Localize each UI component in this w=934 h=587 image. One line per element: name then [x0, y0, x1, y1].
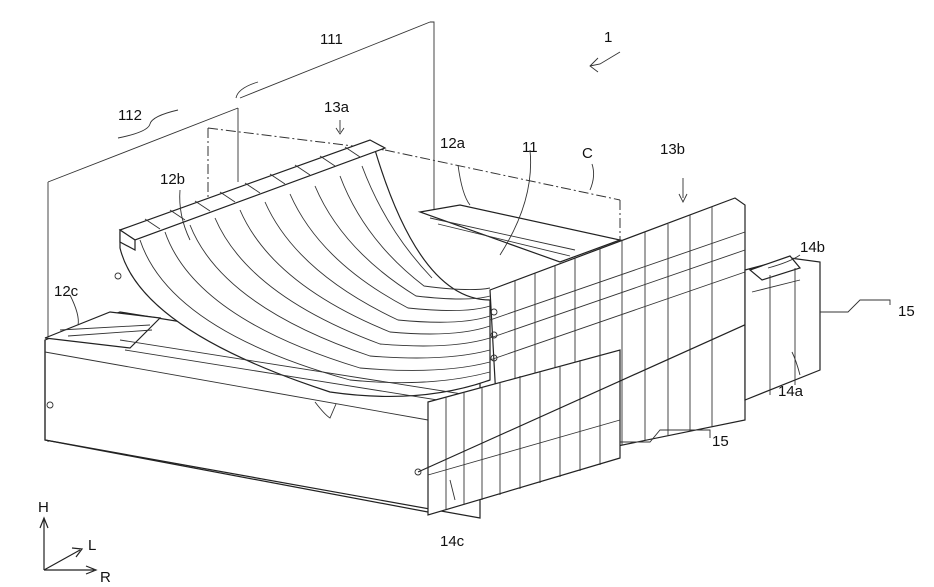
- axis-r: R: [100, 569, 111, 586]
- label-112: 112: [118, 107, 142, 124]
- label-11: 11: [522, 139, 538, 156]
- axis-h: H: [38, 499, 49, 516]
- label-assembly: 1: [604, 29, 612, 46]
- label-15-upper: 15: [898, 303, 915, 320]
- label-12a: 12a: [440, 135, 466, 152]
- label-14a: 14a: [778, 383, 804, 400]
- rails-12a: [420, 165, 620, 262]
- label-12c: 12c: [54, 283, 79, 300]
- label-12b: 12b: [160, 171, 185, 188]
- label-111: 111: [320, 31, 343, 48]
- label-15-lower: 15: [712, 433, 729, 450]
- label-14b: 14b: [800, 239, 825, 256]
- label-13b: 13b: [660, 141, 685, 158]
- assembly-arrow: [590, 52, 620, 72]
- axis-l: L: [88, 537, 96, 554]
- label-13a: 13a: [324, 99, 350, 116]
- label-c: C: [582, 145, 593, 162]
- block-14a-14b: [745, 255, 820, 400]
- label-14c: 14c: [440, 533, 465, 550]
